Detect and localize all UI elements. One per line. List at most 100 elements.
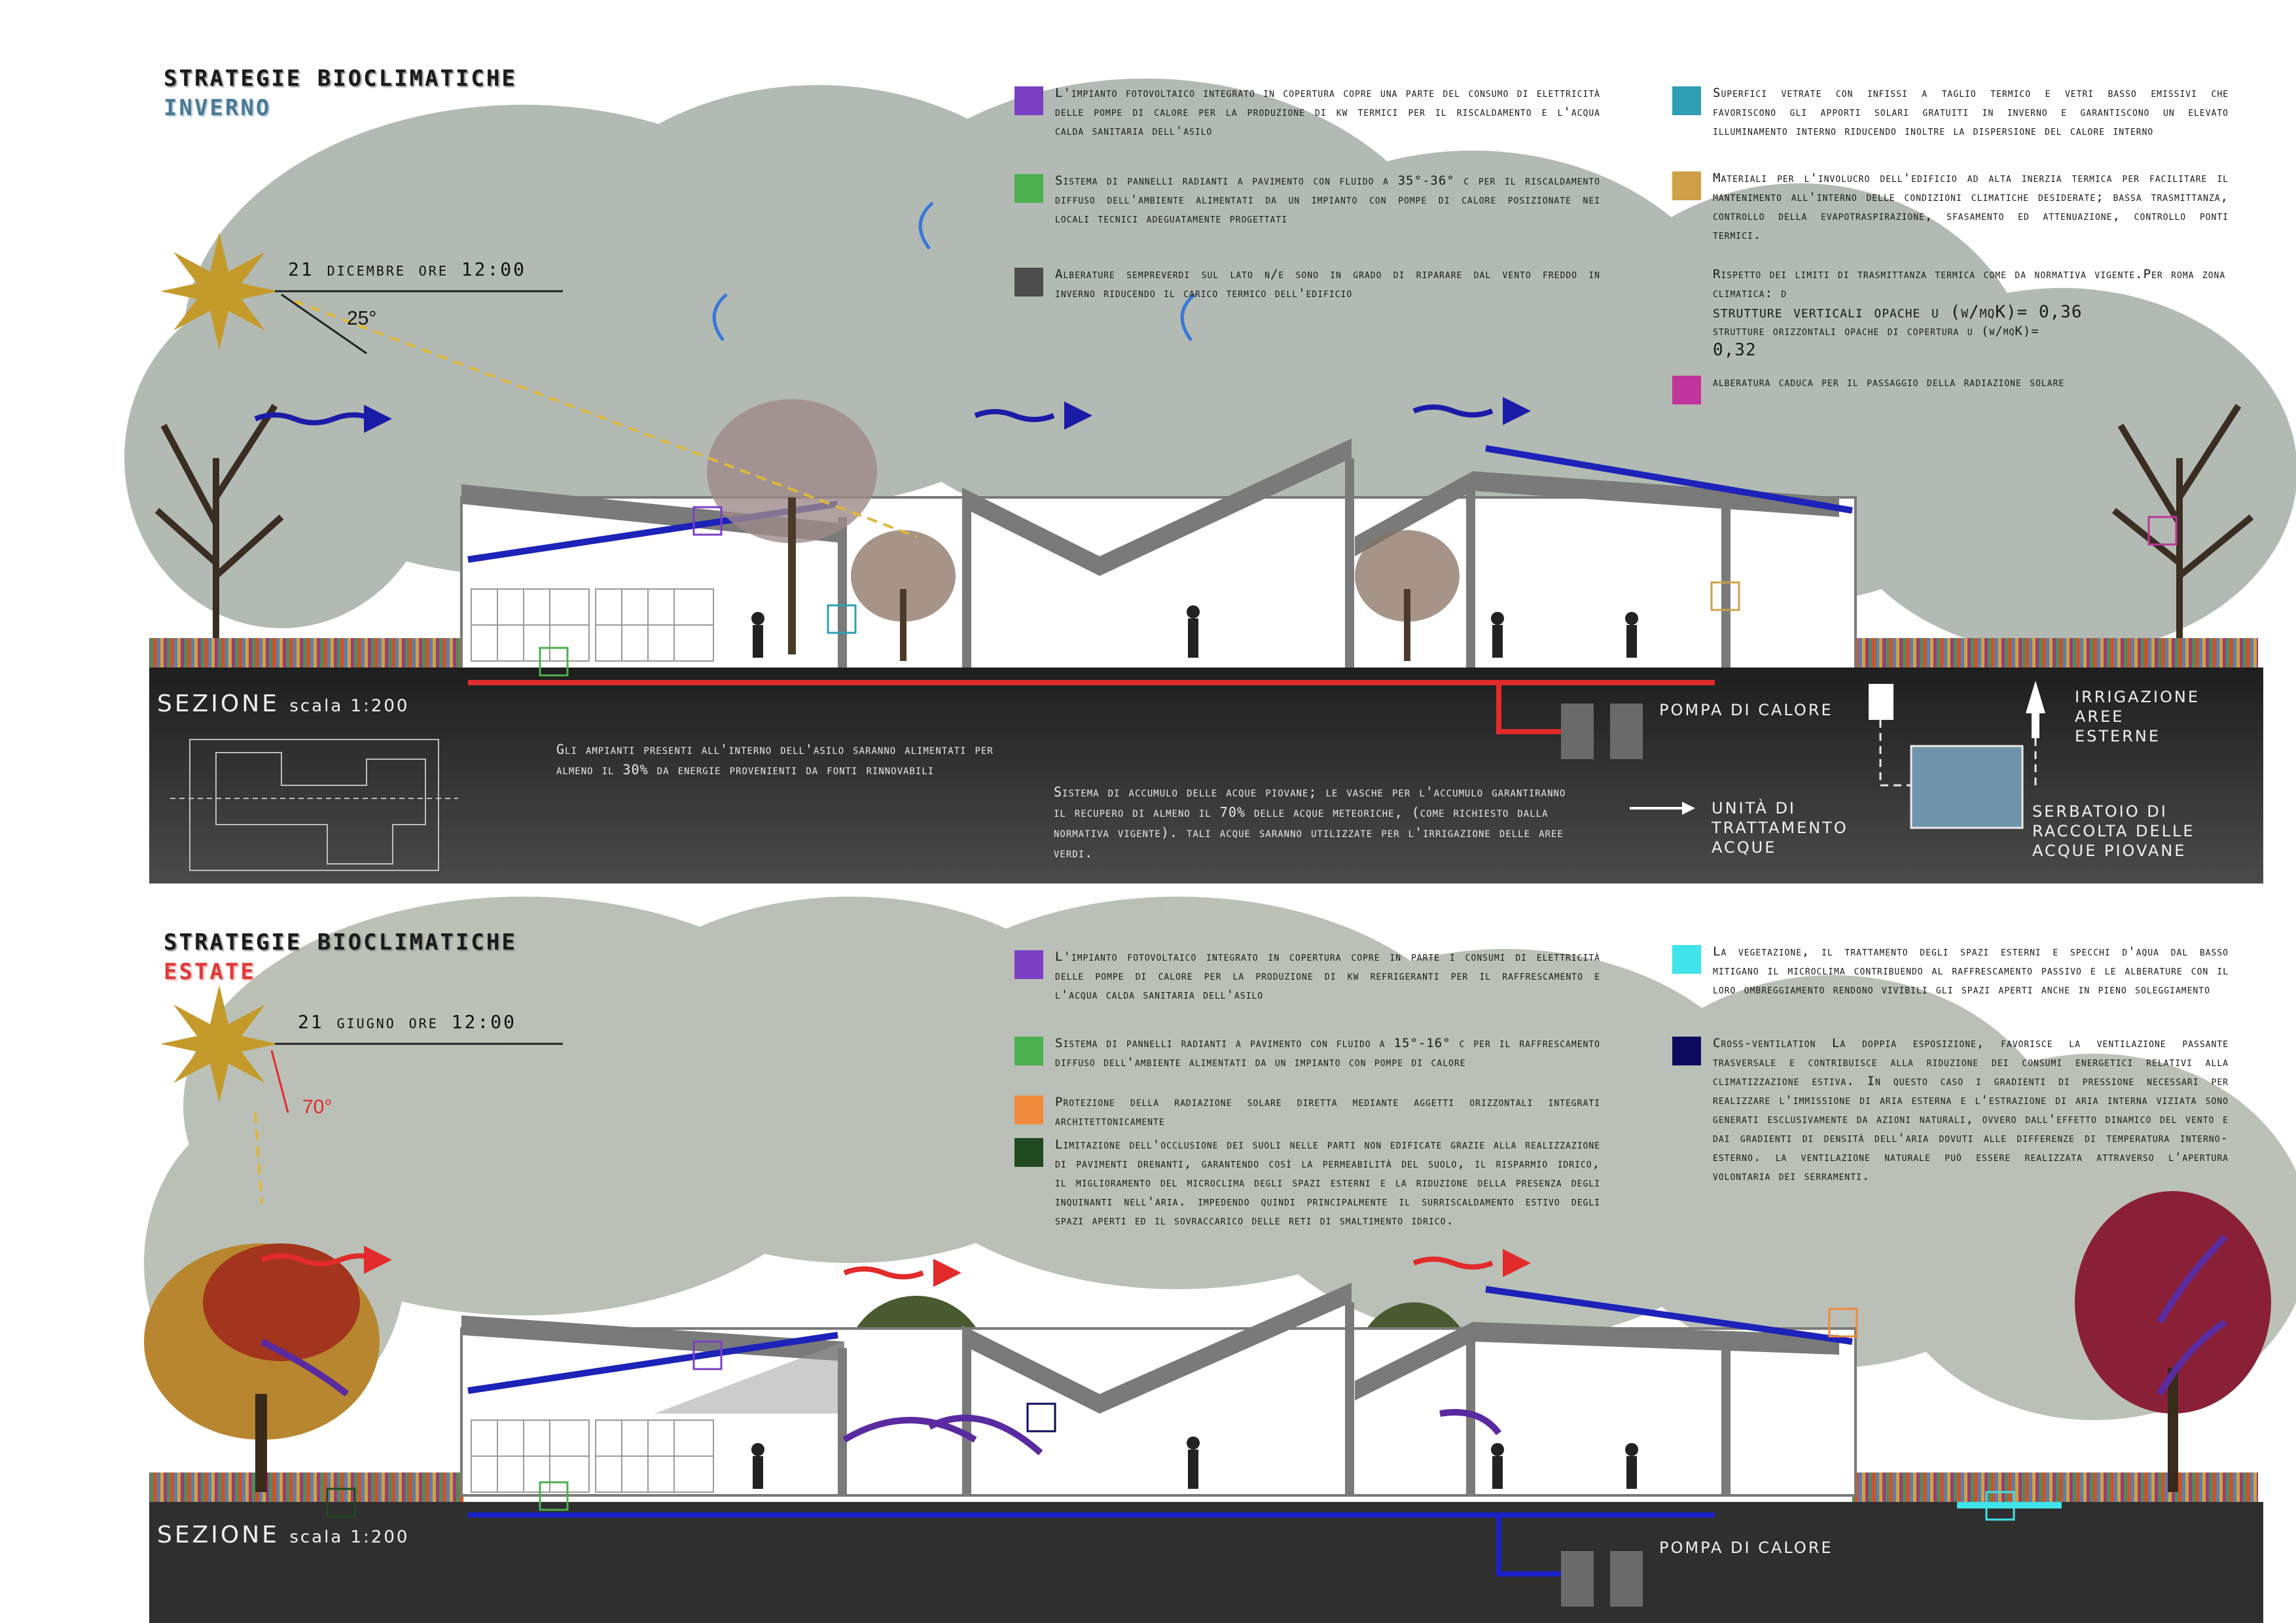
winter-trasmittanza: Rispetto dei limiti di trasmittanza term… (1713, 265, 2230, 360)
summer-legend-radiant: Sistema di pannelli radianti a pavimento… (1014, 1034, 1600, 1072)
summer-legend-ventilation: Cross-ventilation La doppia esposizione,… (1672, 1034, 2229, 1186)
marker-ventilation (1026, 1402, 1056, 1433)
winter-legend-radiant: Sistema di pannelli radianti a pavimento… (1014, 171, 1600, 228)
legend-swatch (1014, 1096, 1043, 1124)
bare-tree-left (154, 404, 284, 648)
legend-swatch (1014, 268, 1043, 296)
summer-section-label: SEZIONE scala 1:200 (157, 1522, 409, 1548)
legend-swatch (1672, 171, 1701, 200)
courtyard-tree-3 (1355, 530, 1460, 661)
legend-swatch (1014, 1138, 1043, 1167)
winter-section-drawing (124, 79, 2296, 883)
building-section (460, 1283, 1857, 1497)
marker-glass (827, 604, 857, 634)
summer-sun-angle: 70° (302, 1096, 332, 1118)
courtyard-tree-1 (707, 399, 877, 654)
fence-strip-right (1852, 638, 2258, 671)
winter-panel: Strategie bioclimatiche Inverno 21 dicem… (124, 65, 2296, 883)
legend-text: Alberature sempreverdi sul lato n/e sono… (1055, 267, 1600, 300)
legend-text: Sistema di pannelli radianti a pavimento… (1055, 173, 1600, 226)
section-title: SEZIONE (157, 1522, 279, 1548)
legend-text: L'impianto fotovoltaico integrato in cop… (1055, 86, 1600, 138)
section-scale: scala 1:200 (289, 696, 410, 716)
legend-text: Superfici vetrate con infissi a taglio t… (1713, 86, 2229, 138)
legend-text: alberatura caduca per il passaggio della… (1713, 375, 2065, 389)
summer-pump-label: Pompa di calore (1659, 1539, 1833, 1557)
winter-rainwater-text: Sistema di accumulo delle acque piovane;… (1054, 784, 1566, 861)
updraft-arrow-icon (712, 202, 1196, 342)
marker-deciduous (2147, 516, 2178, 546)
legend-text: Cross-ventilation La doppia esposizione,… (1713, 1036, 2229, 1183)
winter-title: Strategie bioclimatiche (164, 65, 517, 92)
legend-swatch (1672, 86, 1701, 115)
summer-legend-pv: L'impianto fotovoltaico integrato in cop… (1014, 948, 1600, 1005)
winter-sun-label: 21 dicembre ore 12:00 (288, 259, 527, 280)
tree-icon (2075, 1191, 2271, 1492)
marker-floor (539, 647, 569, 677)
winter-legend-evergreen: Alberature sempreverdi sul lato n/e sono… (1014, 265, 1600, 303)
water-pool (1957, 1502, 2062, 1508)
heat-arrow-icon (260, 1245, 1531, 1287)
legend-swatch (1014, 1037, 1043, 1065)
pump-icon (1561, 704, 1643, 759)
fence-strip-left (149, 1472, 463, 1505)
winter-treatment-label: Unità di trattamento acque (1712, 799, 1848, 857)
legend-swatch (1672, 1037, 1701, 1065)
legend-swatch (1672, 376, 1701, 404)
sun-ray (254, 1112, 263, 1205)
summer-legend-permeable: Limitazione dell'occlusione dei suoli ne… (1014, 1135, 1600, 1230)
winter-section-label: SEZIONE scala 1:200 (157, 690, 409, 717)
fence-strip-right (1852, 1472, 2258, 1505)
legend-text: Limitazione dell'occlusione dei suoli ne… (1055, 1137, 1600, 1228)
courtyard-tree-2 (851, 530, 956, 661)
marker-floor (539, 1481, 569, 1511)
winter-irrigation-label: Irrigazione aree esterne (2075, 688, 2200, 745)
winter-legend-pv: L'impianto fotovoltaico integrato in cop… (1014, 84, 1600, 141)
legend-swatch (1014, 174, 1043, 203)
person-icon (751, 1436, 1638, 1489)
summer-subtitle: Estate (164, 959, 256, 985)
sun-icon (160, 985, 278, 1103)
bare-tree-right (2111, 404, 2254, 648)
pump-icon (1561, 1551, 1643, 1607)
heating-pipe (468, 680, 1715, 734)
tree-icon (144, 1243, 380, 1492)
sun-angle-line (281, 293, 367, 355)
winter-tank-label: Serbatoio di raccolta delle acque piovan… (2032, 802, 2195, 860)
marker-vegetation (1985, 1491, 2015, 1521)
winter-legend-envelope: Materiali per l'involucro dell'edificio … (1672, 169, 2229, 245)
marker-envelope (1710, 581, 1740, 611)
legend-text: Protezione della radiazione solare diret… (1055, 1095, 1600, 1128)
trasmittanza-line2: strutture verticali opache u (w/mqK)= 0,… (1713, 302, 2083, 322)
legend-text: Sistema di pannelli radianti a pavimento… (1055, 1036, 1600, 1069)
winter-subtitle: Inverno (164, 95, 272, 121)
summer-legend-shading: Protezione della radiazione solare diret… (1014, 1093, 1600, 1131)
legend-swatch (1014, 950, 1043, 979)
legend-swatch (1672, 945, 1701, 974)
sun-angle-line (270, 1050, 289, 1113)
marker-pv (692, 506, 723, 536)
summer-panel: Strategie bioclimatiche Estate 21 giugno… (0, 897, 2296, 1623)
sun-ray (294, 300, 917, 538)
section-title: SEZIONE (157, 690, 279, 717)
legend-text: L'impianto fotovoltaico integrato in cop… (1055, 950, 1600, 1002)
winter-pump-label: Pompa di calore (1659, 701, 1833, 719)
legend-text: La vegetazione, il trattamento degli spa… (1713, 944, 2229, 997)
winter-legend-glazing: Superfici vetrate con infissi a taglio t… (1672, 84, 2229, 141)
winter-sun-angle: 25° (347, 308, 377, 329)
person-icon (751, 605, 1638, 658)
trasmittanza-line1: Rispetto dei limiti di trasmittanza term… (1713, 267, 2226, 300)
section-scale: scala 1:200 (289, 1527, 410, 1547)
summer-title: Strategie bioclimatiche (164, 929, 517, 955)
summer-section-drawing (144, 897, 2296, 1623)
wind-arrow-icon (254, 397, 1531, 433)
marker-permeable (326, 1488, 356, 1518)
legend-swatch (1014, 86, 1043, 115)
winter-renewables-text: Gli ampianti presenti all'interno dell'a… (556, 741, 994, 777)
legend-text: Materiali per l'involucro dell'edificio … (1713, 171, 2229, 242)
sun-icon (160, 232, 278, 350)
fence-strip-left (149, 638, 463, 671)
tank-icon (1630, 681, 2045, 829)
marker-shading (1828, 1308, 1858, 1338)
trasmittanza-line4: 0,32 (1713, 340, 1757, 360)
